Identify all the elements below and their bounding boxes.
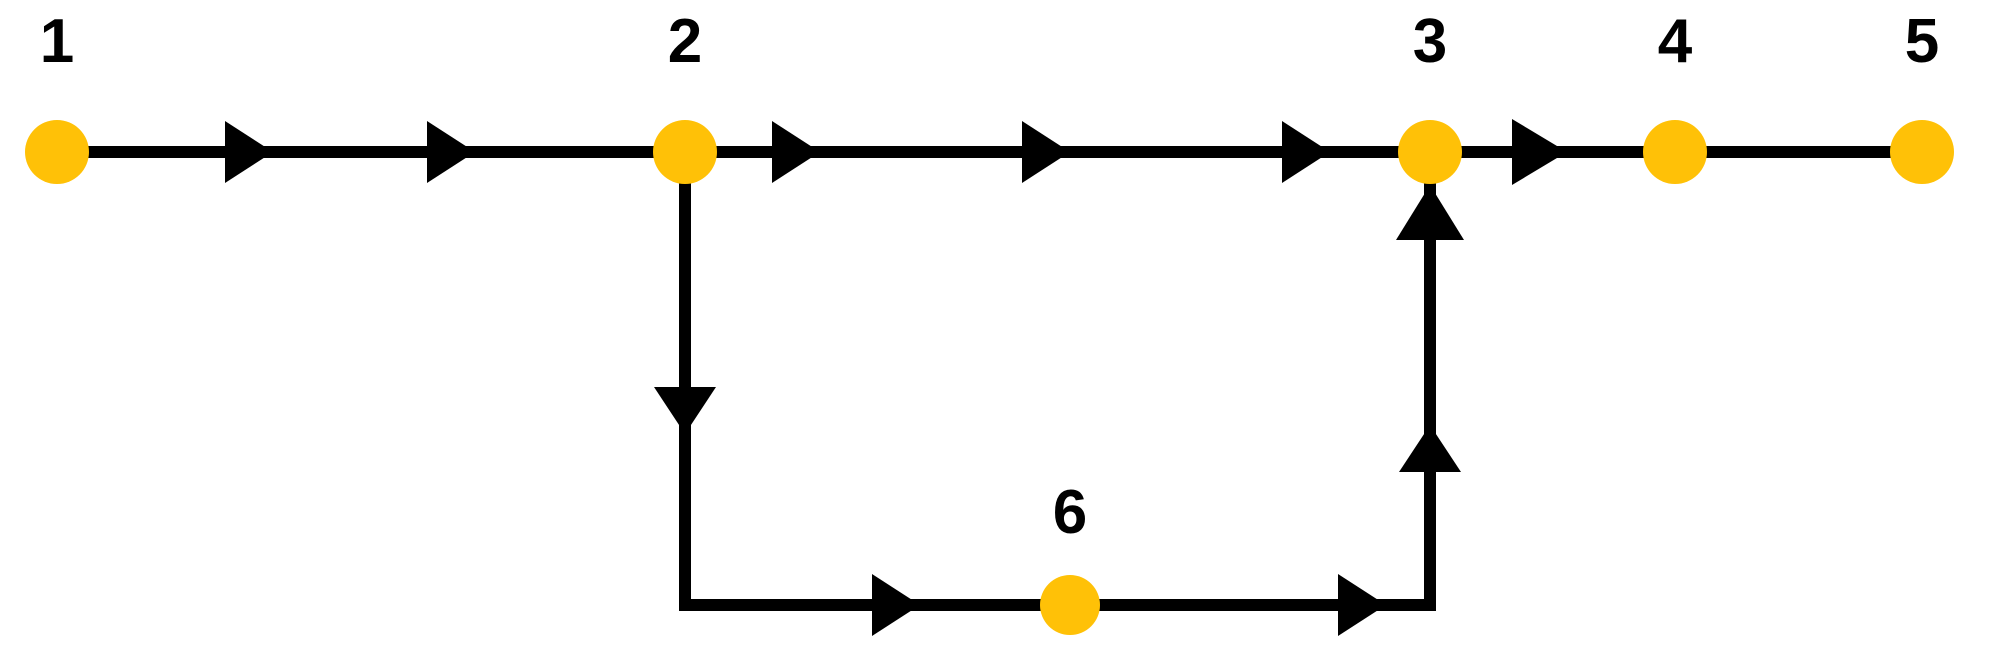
arrowhead-3-to-4-a	[1512, 119, 1567, 185]
edge-1-to-2[interactable]	[57, 121, 685, 183]
edge-layer	[57, 119, 1922, 636]
node-label-4: 4	[1658, 7, 1693, 76]
arrowhead-2-to-6-right	[872, 574, 920, 636]
arrowhead-2-to-3-b	[1022, 121, 1070, 183]
edge-3-to-4[interactable]	[1430, 119, 1675, 185]
arrowhead-2-to-3-c	[1282, 121, 1330, 183]
label-layer: 1 2 3 4 5 6	[40, 7, 1939, 547]
node-5[interactable]	[1890, 120, 1954, 184]
node-label-2: 2	[668, 7, 702, 76]
edge-2-to-3[interactable]	[685, 121, 1430, 183]
arrowhead-1-to-2-b	[427, 121, 475, 183]
node-4[interactable]	[1643, 120, 1707, 184]
node-label-6: 6	[1053, 478, 1087, 547]
edge-2-to-6[interactable]	[654, 152, 1070, 636]
arrowhead-2-to-6-down	[654, 387, 716, 434]
arrowhead-6-to-3-right	[1338, 574, 1386, 636]
arrowhead-6-to-3-up-upper	[1396, 185, 1464, 240]
edge-6-to-3[interactable]	[1070, 152, 1464, 636]
arrowhead-1-to-2-a	[225, 121, 273, 183]
node-layer	[25, 120, 1954, 635]
edge-6-to-3-path	[1070, 152, 1436, 611]
arrowhead-6-to-3-up-lower	[1399, 425, 1461, 472]
node-6[interactable]	[1040, 575, 1100, 635]
node-2[interactable]	[653, 120, 717, 184]
node-1[interactable]	[25, 120, 89, 184]
node-label-5: 5	[1905, 7, 1939, 76]
arrowhead-2-to-3-a	[772, 121, 820, 183]
node-label-1: 1	[40, 7, 74, 76]
node-3[interactable]	[1398, 120, 1462, 184]
edge-2-to-6-path	[679, 152, 1070, 611]
node-label-3: 3	[1413, 7, 1447, 76]
